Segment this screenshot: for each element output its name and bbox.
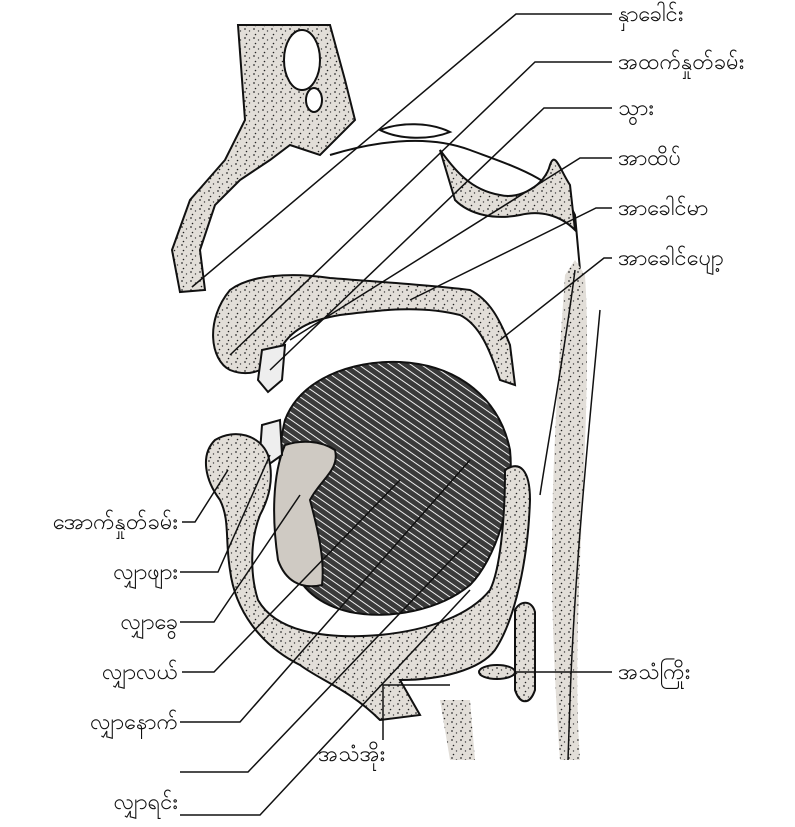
label-larynx: အသံအိုး: [318, 742, 385, 768]
leader-tongue-root-2: [180, 590, 470, 815]
label-vocal-cords: အသံကြိုး: [618, 660, 690, 686]
sinus-cavity: [284, 30, 320, 90]
label-hard-palate: အာခေါင်မာ: [618, 196, 708, 222]
label-alveolar-ridge: အာထိပ်: [618, 146, 681, 172]
label-soft-palate: အာခေါင်ပျော့: [618, 246, 724, 272]
label-tongue-middle: လျှာလယ်: [102, 660, 178, 686]
larynx-tube: [440, 700, 475, 760]
sinus-cavity-small: [306, 88, 322, 112]
leader-soft-palate: [500, 258, 612, 340]
label-tongue-blade: လျှာခွေ: [121, 610, 178, 636]
label-tongue-tip: လျှာဖျား: [113, 560, 178, 586]
turbinates: [440, 150, 575, 230]
label-tongue-back: လျှာနောက်: [90, 710, 178, 736]
sphenoid-loop: [380, 124, 450, 138]
vocal-cords-shape: [479, 665, 515, 679]
label-upper-lip: အထက်နှုတ်ခမ်း: [618, 50, 744, 76]
label-teeth: သွား: [618, 96, 654, 122]
label-lower-lip: အောက်နှုတ်ခမ်း: [53, 510, 178, 536]
label-nasal-tip: နှာခေါင်း: [618, 2, 683, 28]
epiglottis: [515, 603, 535, 702]
nasal-cavity-bone: [172, 25, 355, 292]
label-tongue-root: လျှာရင်း: [114, 790, 178, 816]
